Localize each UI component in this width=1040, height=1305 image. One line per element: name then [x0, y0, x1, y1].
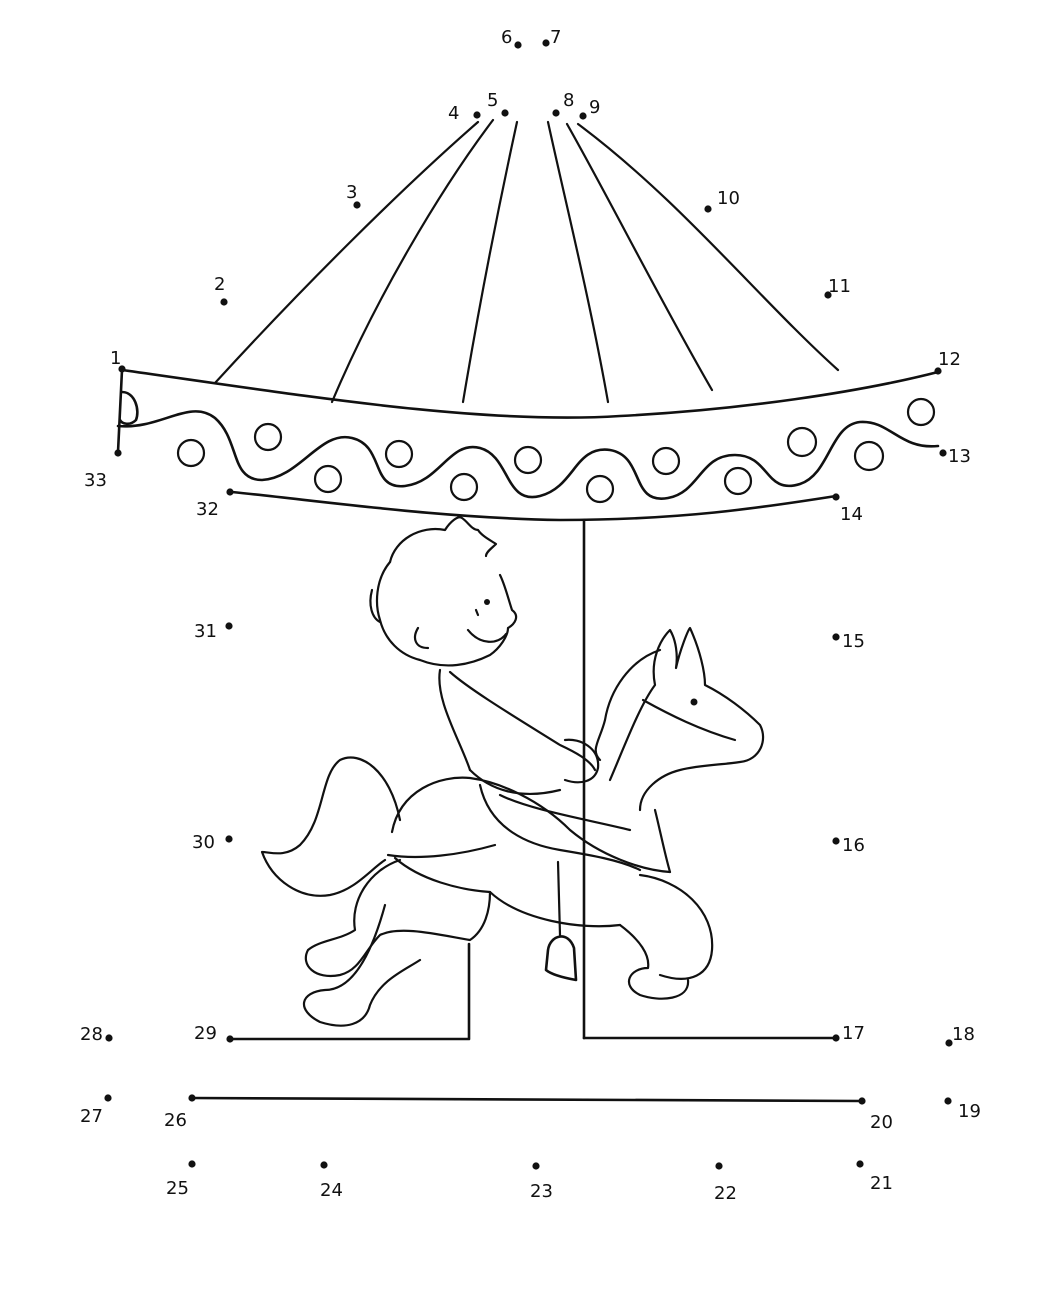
dot-label-8: 8 [563, 90, 574, 111]
dot-26 [188, 1094, 196, 1102]
dot-label-24: 24 [320, 1180, 343, 1201]
dot-label-18: 18 [952, 1024, 975, 1045]
dot-label-9: 9 [589, 97, 600, 118]
dot-label-17: 17 [842, 1023, 865, 1044]
dot-6 [514, 41, 522, 49]
dot-label-21: 21 [870, 1173, 893, 1194]
canopy-circles [176, 397, 936, 504]
dot-20 [858, 1097, 866, 1105]
dot-label-11: 11 [828, 276, 851, 297]
dot-30 [225, 835, 233, 843]
dot-24 [320, 1161, 328, 1169]
dot-label-28: 28 [80, 1024, 103, 1045]
dot-8 [552, 109, 560, 117]
dot-label-14: 14 [840, 504, 863, 525]
dot-label-23: 23 [530, 1181, 553, 1202]
dot-label-16: 16 [842, 835, 865, 856]
dot-25 [188, 1160, 196, 1168]
dot-28 [105, 1034, 113, 1042]
dot-3 [353, 201, 361, 209]
dot-18 [945, 1039, 953, 1047]
dot-21 [856, 1160, 864, 1168]
dot-27 [104, 1094, 112, 1102]
dot-14 [832, 493, 840, 501]
dot-label-29: 29 [194, 1023, 217, 1044]
dot-31 [225, 622, 233, 630]
canopy-valance [116, 368, 940, 522]
boy-rider [369, 516, 642, 872]
dot-29 [226, 1035, 234, 1043]
dot-label-15: 15 [842, 631, 865, 652]
horse [260, 626, 765, 1027]
dot-label-3: 3 [346, 182, 357, 203]
dot-13 [939, 449, 947, 457]
carousel-pole-and-base [190, 518, 864, 1103]
dot-7 [542, 39, 550, 47]
dot-5 [501, 109, 509, 117]
dot-label-27: 27 [80, 1106, 103, 1127]
dot-label-33: 33 [84, 470, 107, 491]
dot-15 [832, 633, 840, 641]
dot-32 [226, 488, 234, 496]
dot-label-10: 10 [717, 188, 740, 209]
dot-2 [220, 298, 228, 306]
dot-1 [118, 365, 126, 373]
dot-9 [579, 112, 587, 120]
dot-11 [824, 291, 832, 299]
dot-label-26: 26 [164, 1110, 187, 1131]
dot-17 [832, 1034, 840, 1042]
dot-label-1: 1 [110, 348, 121, 369]
dot-label-20: 20 [870, 1112, 893, 1133]
dot-23 [532, 1162, 540, 1170]
dot-label-25: 25 [166, 1178, 189, 1199]
dot-label-4: 4 [448, 103, 459, 124]
dot-4 [473, 111, 481, 119]
dot-label-7: 7 [550, 27, 561, 48]
dot-label-32: 32 [196, 499, 219, 520]
dot-label-2: 2 [214, 274, 225, 295]
dot-label-5: 5 [487, 90, 498, 111]
dot-label-12: 12 [938, 349, 961, 370]
dot-10 [704, 205, 712, 213]
dot-19 [944, 1097, 952, 1105]
dot-22 [715, 1162, 723, 1170]
canopy-rays [213, 118, 840, 404]
dot-16 [832, 837, 840, 845]
dot-label-6: 6 [501, 27, 512, 48]
dot-12 [934, 367, 942, 375]
dot-label-31: 31 [194, 621, 217, 642]
dot-label-22: 22 [714, 1183, 737, 1204]
dot-label-19: 19 [958, 1101, 981, 1122]
dot-label-13: 13 [948, 446, 971, 467]
dot-33 [114, 449, 122, 457]
dot-label-30: 30 [192, 832, 215, 853]
